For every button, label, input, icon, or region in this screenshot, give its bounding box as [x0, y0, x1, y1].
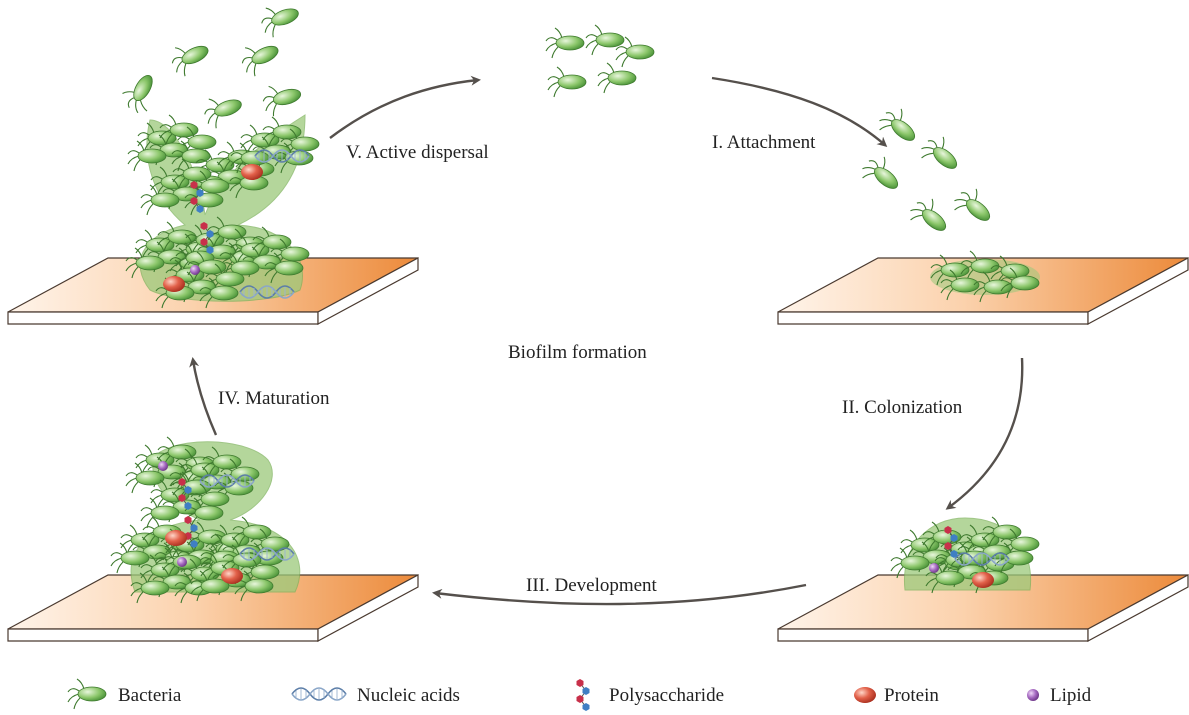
- arrow-development: [432, 583, 807, 606]
- diagram-title: Biofilm formation: [508, 342, 647, 363]
- legend-protein-icon: [854, 687, 876, 703]
- stage-colonization-label: II. Colonization: [842, 397, 963, 418]
- stage-maturation-illustration: [7, 437, 419, 642]
- stage-maturation-label: IV. Maturation: [218, 388, 330, 409]
- legend-protein-label: Protein: [884, 685, 939, 706]
- arrow-dispersal: [329, 75, 481, 139]
- stage-attachment-label: I. Attachment: [712, 132, 816, 153]
- arrow-attachment: [711, 76, 888, 147]
- legend: Bacteria Nucleic acids Polysaccharide Pr…: [67, 678, 1092, 712]
- arrow-maturation: [189, 357, 218, 436]
- stage-colonization-illustration: [777, 517, 1189, 642]
- legend-nucleic-acids-label: Nucleic acids: [357, 685, 460, 706]
- stage-attachment-illustration: [777, 102, 1189, 325]
- stage-development-label: III. Development: [526, 575, 658, 596]
- legend-polysaccharide-icon: [576, 678, 590, 712]
- legend-bacteria-icon: [67, 678, 107, 710]
- stage-dispersal-label: V. Active dispersal: [346, 142, 489, 163]
- legend-polysaccharide-label: Polysaccharide: [609, 685, 724, 706]
- legend-bacteria-label: Bacteria: [118, 685, 182, 706]
- legend-lipid-label: Lipid: [1050, 685, 1092, 706]
- arrow-colonization: [945, 357, 1024, 510]
- free-bacteria-top: [545, 24, 655, 98]
- cycle-arrows: [189, 75, 1024, 606]
- legend-lipid-icon: [1027, 689, 1039, 701]
- legend-nucleic-acids-icon: [291, 687, 347, 701]
- stage-dispersal-illustration: [7, 0, 419, 325]
